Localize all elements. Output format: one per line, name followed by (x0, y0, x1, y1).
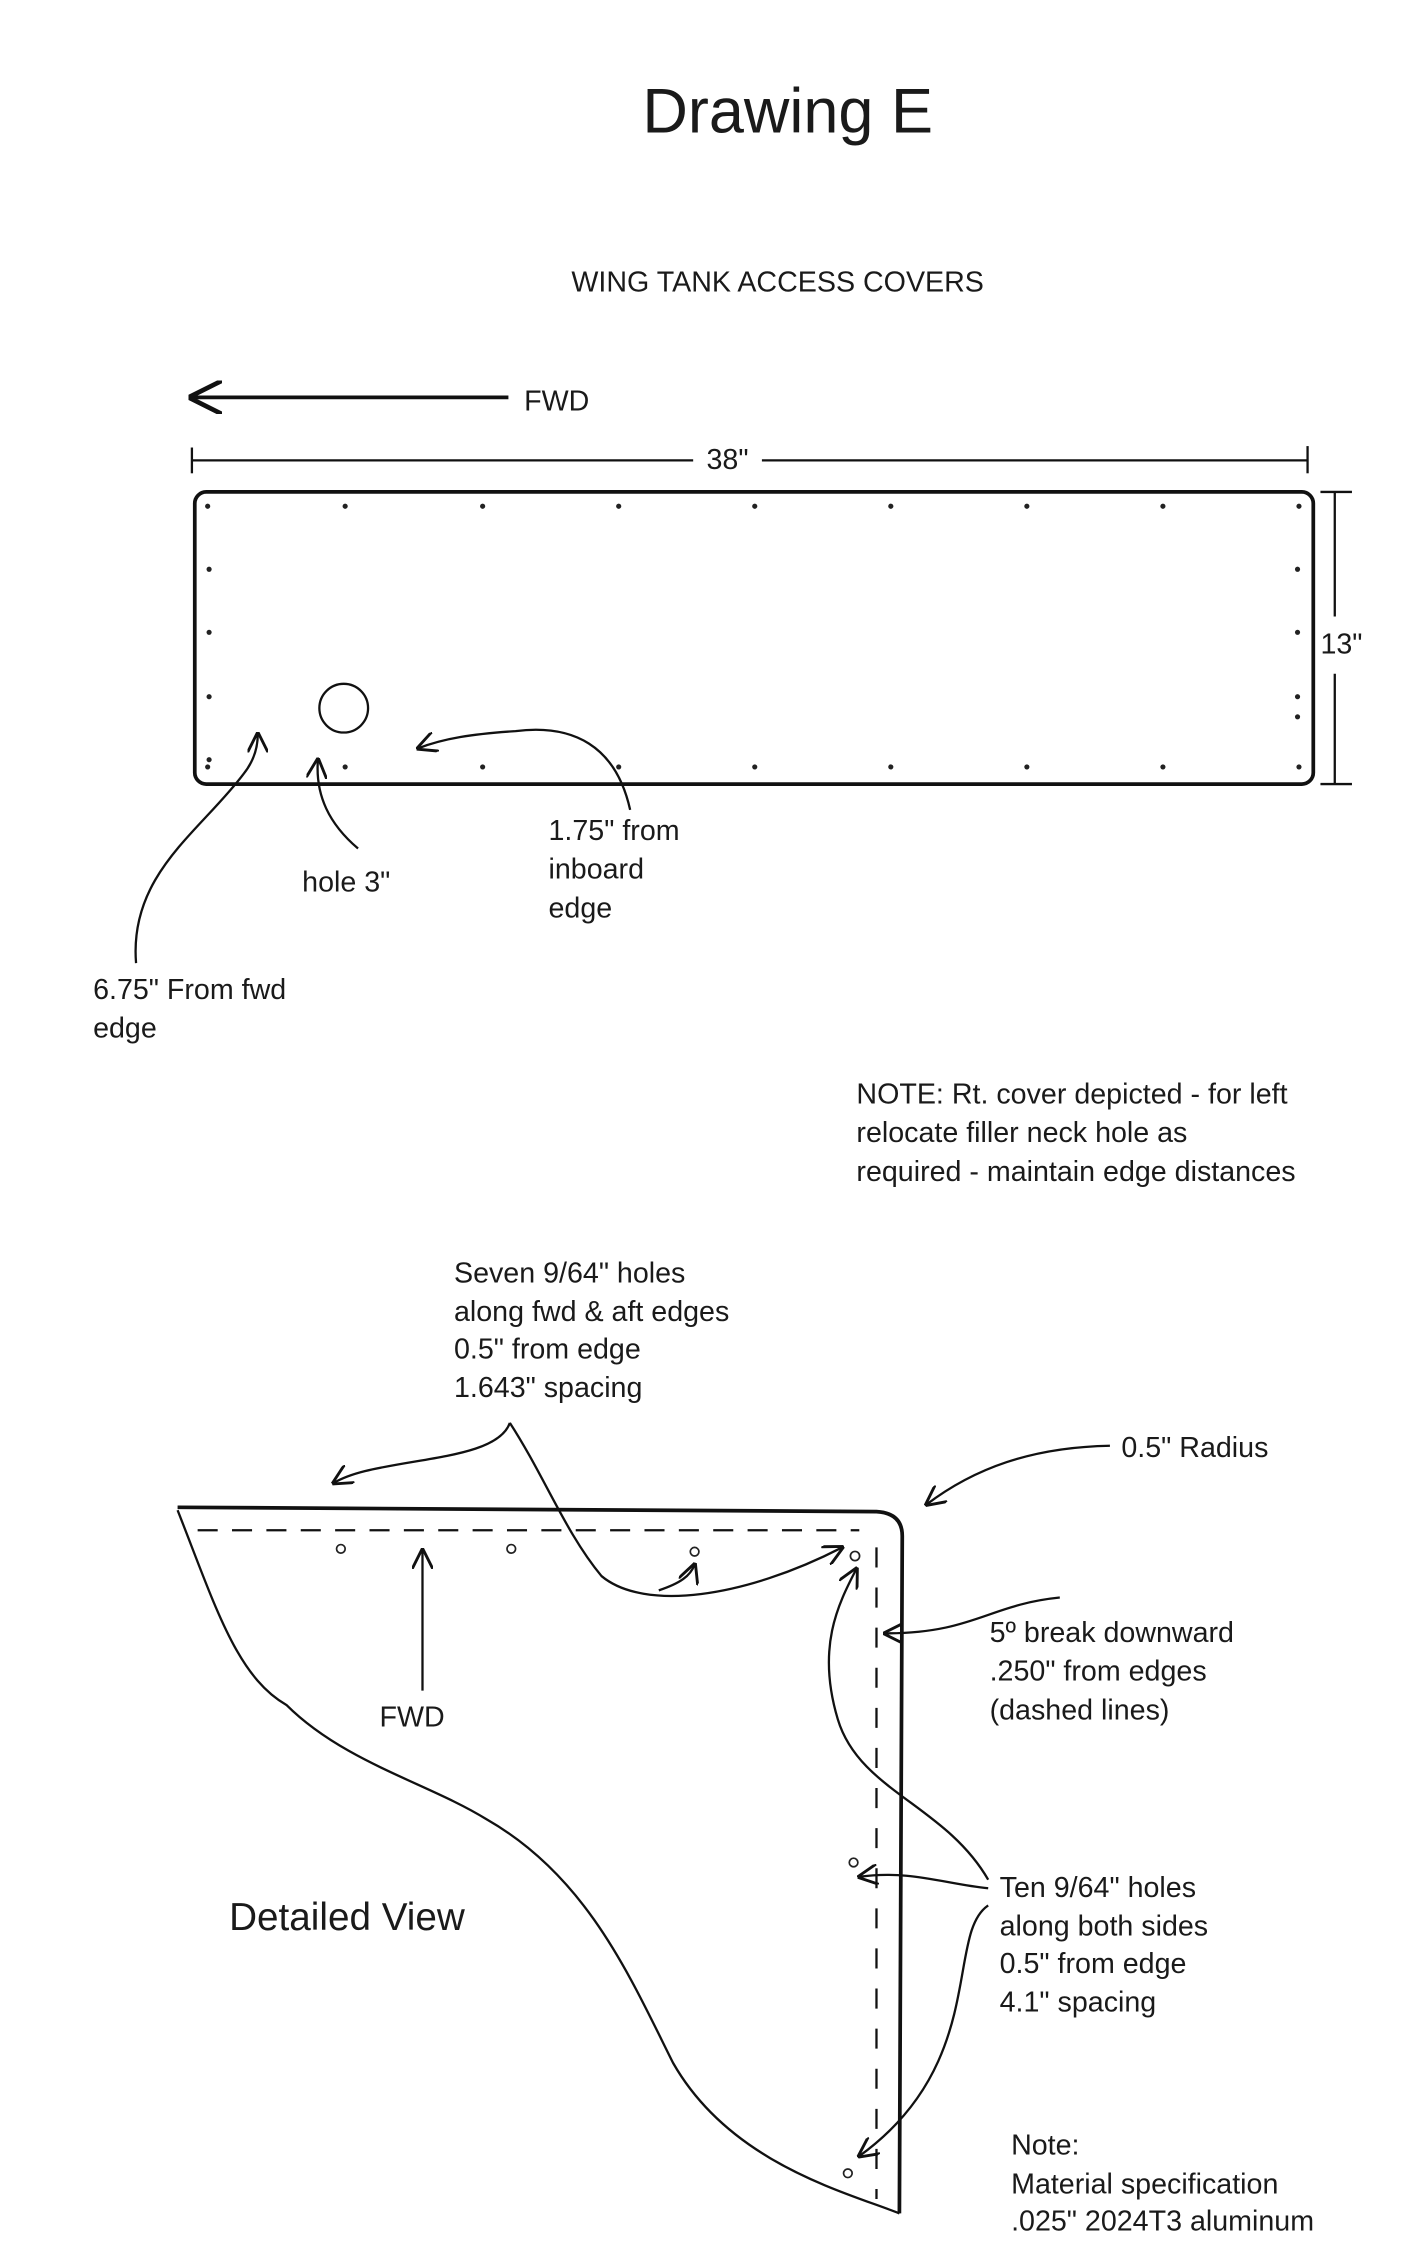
rivet-hole (206, 757, 212, 763)
detail-fwd-label: FWD (380, 1701, 445, 1733)
inboard-label: 1.75" from inboard edge (549, 815, 688, 924)
inboard-arrow-icon (418, 728, 632, 811)
hole-marker (506, 1543, 517, 1555)
rivet-hole (342, 764, 348, 770)
radius-label: 0.5" Radius (1121, 1432, 1268, 1464)
rivet-hole (1296, 503, 1302, 509)
side-holes-arrow-top-icon (827, 1569, 990, 1881)
cover-corner-outline (177, 1505, 905, 2214)
side-holes-arrow-bottom-icon (859, 1904, 989, 2156)
rivet-hole (1296, 764, 1302, 770)
rivet-hole (206, 629, 212, 635)
rivet-hole (1294, 629, 1301, 635)
rivet-hole (1294, 566, 1301, 572)
rivet-hole (1294, 714, 1301, 720)
drawing-title: Drawing E (642, 76, 933, 146)
side-holes-label: Ten 9/64" holes along both sides 0.5" fr… (1000, 1872, 1216, 2019)
rivet-hole (1160, 764, 1166, 770)
access-cover-outline (192, 490, 1316, 786)
hole-marker (335, 1543, 347, 1555)
rivet-hole (1160, 503, 1166, 509)
hole-marker (849, 1550, 861, 1562)
holes-arrow-left-icon (334, 1422, 511, 1483)
rivet-hole (752, 503, 758, 509)
rivet-hole (616, 503, 622, 509)
holes-arrow-mid-icon (658, 1565, 695, 1592)
rivet-hole (888, 764, 894, 770)
cover-note: NOTE: Rt. cover depicted - for left relo… (856, 1078, 1295, 1187)
break-label: 5º break downward .250" from edges (dash… (990, 1617, 1242, 1726)
rivet-hole (1294, 694, 1301, 700)
hole-marker (689, 1546, 700, 1557)
rivet-hole (342, 503, 348, 509)
rivet-hole (1024, 764, 1030, 770)
width-dimension: 38" (190, 444, 1309, 476)
detail-view: Seven 9/64" holes along fwd & aft edges … (176, 1257, 1314, 2238)
rivet-hole (752, 764, 758, 770)
drawing-subtitle: WING TANK ACCESS COVERS (571, 266, 984, 298)
rivet-hole (888, 503, 894, 509)
rivet-hole (206, 566, 212, 572)
hole-arrow-icon (318, 760, 359, 850)
side-holes-arrow-mid-icon (859, 1875, 989, 1890)
rivet-hole (205, 503, 211, 509)
top-view: FWD 38" 13" 1.75" from inboard edge hole… (93, 385, 1362, 1045)
height-dim-label: 13" (1320, 629, 1362, 661)
hole-size-label: hole 3" (302, 866, 390, 898)
fwd-edge-arrow-icon (134, 734, 258, 964)
fwd-label: FWD (524, 385, 589, 417)
filler-neck-hole (318, 682, 370, 734)
rivet-hole (1024, 503, 1030, 509)
material-note: Note: Material specification .025" 2024T… (1011, 2130, 1314, 2238)
break-arrow-icon (885, 1596, 1060, 1634)
height-dimension: 13" (1320, 490, 1362, 786)
fwd-edge-label: 6.75" From fwd edge (93, 974, 294, 1045)
rivet-hole (205, 764, 211, 770)
hole-marker (848, 1857, 859, 1868)
holes-arrow-right-icon (508, 1422, 842, 1598)
radius-arrow-icon (927, 1444, 1110, 1505)
detailed-view-title: Detailed View (229, 1896, 466, 1939)
rivet-hole (480, 764, 486, 770)
break-line (176, 1509, 900, 2215)
hole-marker (842, 2168, 853, 2179)
rivet-holes (205, 503, 1302, 770)
fwd-aft-holes-label: Seven 9/64" holes along fwd & aft edges … (454, 1257, 737, 1404)
width-dim-label: 38" (707, 444, 749, 476)
rivet-hole (616, 764, 622, 770)
rivet-hole (206, 694, 212, 700)
rivet-hole (480, 503, 486, 509)
